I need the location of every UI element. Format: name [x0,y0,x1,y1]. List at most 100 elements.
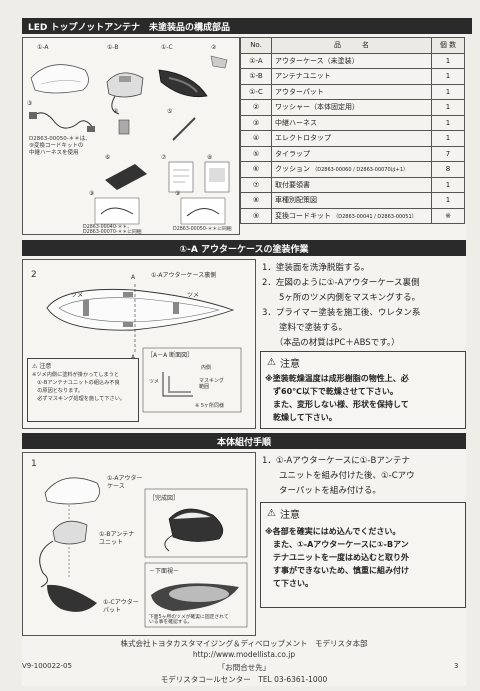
assembly-warning-box: ⚠ 注意 ※各部を確実にはめ込んでください。 また、①-Aアウターケースに①-B… [260,502,466,608]
row-qty: ※ [431,207,465,224]
label-1b: ①-B [107,44,119,51]
bottom-view-note: 下面5ヶ所のツメが確実に固定されて いる事を確認する。 [149,615,229,625]
row-name: エレクトロタップ [271,130,432,147]
row-name: アウターケース（未塗装） [271,52,432,69]
assembly-warning-line: テナユニットを一度はめ込むと取り外 [265,553,409,562]
warning-triangle-icon: ⚠ [267,508,276,519]
warning-triangle-icon: ⚠ [32,363,38,370]
parts-illustration-panel: ①-A ①-B ①-C ② ③ ④ ⑤ ⑥ ⑦ ⑧ ⑨ ⑨ D2863-0005… [22,37,240,235]
label-1a: ①-A [37,44,49,51]
row-qty: 8 [431,161,465,178]
step-1-number: 1 [31,459,37,469]
painting-step-line: 1．塗装面を洗浄脱脂する。 [262,263,370,273]
assembly-warning-line: て下さい。 [265,579,313,588]
painting-step-line: 2．左図のように①-Aアウターケース裏側 [262,278,420,288]
drying-warning-line: ず60℃以下で乾燥させて下さい。 [265,387,398,396]
row-name: ワッシャー（本体固定用） [271,99,432,116]
masking-caution-label-text: 注意 [39,363,52,370]
row-name-text: クッション [275,165,310,174]
assembly-warning-text: ※各部を確実にはめ込んでください。 また、①-Aアウターケースに①-Bアン テナ… [265,525,409,590]
painting-banner: ①-A アウターケースの塗装作業 [22,240,466,256]
contact-phone: モデリスタコールセンター TEL 03-6361-1000 [160,675,328,684]
step-2-number: 2 [31,270,37,280]
kit-note-a: D2863-00040-＊＊、 D2863-00070-＊＊に同梱 [83,225,142,235]
row-no: ①-B [240,68,272,85]
assembly-diagram-panel: 1 ①-Aアウター ケース ①-Bアンテナ ユニット ①-Cアウター パット ［… [22,452,256,636]
drying-warning-line: 乾燥して下さい。 [265,413,337,422]
col-name: 品 名 [271,37,432,54]
drying-warning-line: ※塗装乾燥温度は成形樹脂の物性上、必 [265,374,409,383]
kit-part-note: （D2863-00041 / D2863-00051） [333,213,417,220]
drying-warning-line: また、変形しない様、形状を保持して [265,400,409,409]
label-1c: ①-C [161,44,173,51]
row-qty: 1 [431,83,465,100]
tsume-label-right: ツメ [187,292,200,299]
row-qty: 1 [431,192,465,209]
row-no: ④ [240,130,272,147]
section-view-title: ［A－A 断面図］ [147,352,194,359]
row-qty: 1 [431,52,465,69]
drying-warning-header: ⚠ 注意 [267,355,300,370]
painting-step-line: 3．プライマー塗装を施工後、ウレタン系 [262,308,421,318]
row-no: ①-A [240,52,272,69]
parts-illustration [29,55,230,225]
section-a-bottom: A [131,354,135,361]
drying-warning-label: 注意 [279,359,300,370]
outer-case-label: ①-Aアウター ケース [107,475,143,490]
painting-step-line: 塗料で塗装する。 [262,323,348,333]
label-8: ⑧ [207,154,213,161]
parts-list-banner: LED トップノットアンテナ 未塗装品の構成部品 [22,18,472,34]
assembly-warning-line: ※各部を確実にはめ込んでください。 [265,527,401,536]
masking-range-label: マスキング 範囲 [199,378,224,390]
assembly-drawing [39,477,248,628]
row-no: ⑦ [240,176,272,193]
company-url[interactable]: http://www.modellista.co.jp [192,650,296,659]
masking-caution-label: ⚠ 注意 [32,361,51,370]
painting-step-line: 5ヶ所のツメ内側をマスキングする。 [262,293,421,303]
label-7: ⑦ [161,154,167,161]
case-back-drawing [46,284,242,413]
label-6: ⑥ [105,154,111,161]
section-a-top: A [131,274,136,281]
page-number: 3 [454,662,459,670]
row-no: ⑥ [240,161,272,178]
contact-label: 「お問合せ先」 [217,663,271,672]
masking-caution-box: ⚠ 注意 ※ツメ内側に塗料が掛かってしまうと ①-Bアンテナユニットの組込み不良… [27,358,139,422]
row-name: アンテナユニット [271,68,432,85]
antenna-unit-label: ①-Bアンテナ ユニット [99,531,135,546]
kit-note-b: D2863-00050-＊＊に同梱 [173,227,232,232]
assembly-warning-label: 注意 [279,510,300,521]
row-no: ⑤ [240,145,272,162]
assembly-warning-line: す事ができないため、慎重に組み付け [265,566,409,575]
painting-steps: 1．塗装面を洗浄脱脂する。 2．左図のように①-Aアウターケース裏側 5ヶ所のツ… [262,261,462,351]
tsume-section-label: ツメ [149,379,160,385]
row-name: クッション （D2863-00060 / D2863-00070は+1） [271,161,432,178]
row-qty: 1 [431,176,465,193]
case-back-label: ①-Aアウターケース裏側 [151,272,217,279]
document-id: V9-100022-05 [22,662,72,670]
row-name-text: 変換コードキット [275,211,331,220]
inner-label: 内側 [201,365,212,371]
drying-warning-box: ⚠ 注意 ※塗装乾燥温度は成形樹脂の物性上、必 ず60℃以下で乾燥させて下さい。… [260,351,466,429]
row-name: 車種別配策図 [271,192,432,209]
row-name: アウターパット [271,83,432,100]
bottom-view-label: －下面視－ [149,568,180,575]
row-qty: 1 [431,114,465,131]
company-name: 株式会社トヨタカスタマイジング＆ディベロップメント モデリスタ本部 [120,639,368,648]
warning-triangle-icon: ⚠ [267,357,276,368]
assembly-warning-header: ⚠ 注意 [267,506,300,521]
completed-view-label: ［完成図］ [149,495,180,502]
row-qty: 1 [431,130,465,147]
label-9a: ⑨ [89,190,95,197]
